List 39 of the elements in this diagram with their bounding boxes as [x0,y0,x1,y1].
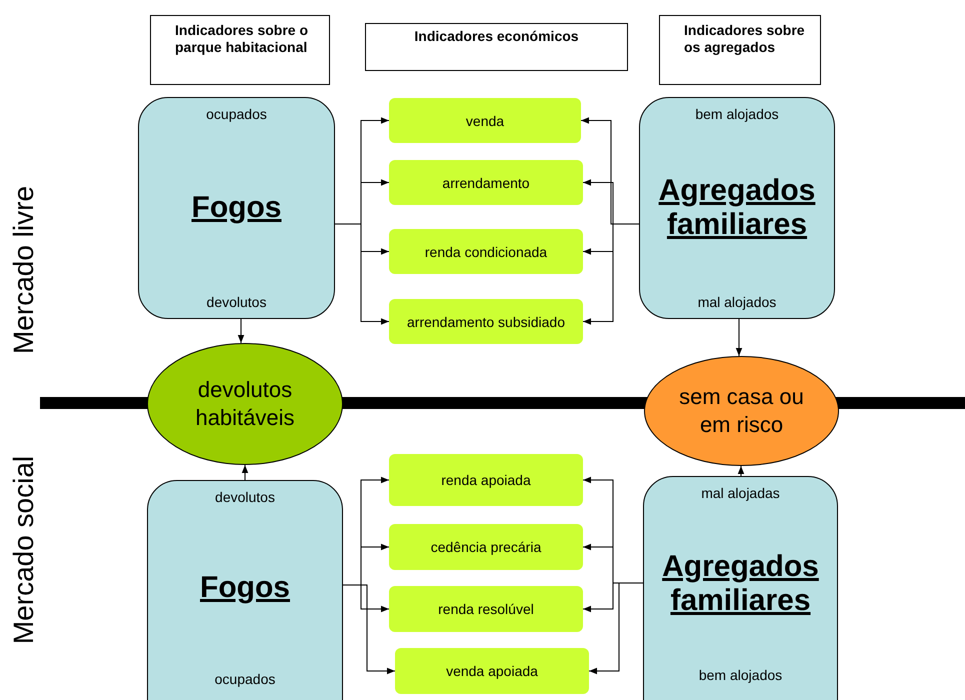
ellipse: devolutos habitáveis [147,343,343,465]
indicator-header-box: Indicadores económicos [365,23,628,71]
option-box: arrendamento [389,160,583,205]
box-label: devolutos [206,294,266,310]
box-label: ocupados [206,106,267,122]
box-heading: Fogos [200,571,290,605]
box-label: bem alojados [698,667,782,683]
arrow [242,464,248,480]
indicator-header-box: Indicadores sobre o parque habitacional [150,15,330,85]
arrow [738,466,744,476]
option-box: arrendamento subsidiado [389,299,583,344]
indicator-header-box: Indicadores sobre os agregados [659,15,821,85]
arrow [342,584,396,674]
box-label: devolutos [215,489,275,505]
arrow [238,318,244,344]
box-label: ocupados [214,671,276,687]
rounded-box [138,97,335,319]
box-heading: Fogos [192,191,282,225]
option-box: venda apoiada [395,648,589,694]
option-box: renda resolúvel [389,586,583,632]
ellipse: sem casa ou em risco [644,356,839,466]
side-label: Mercado livre [8,186,40,354]
option-box: cedência precária [389,524,583,570]
arrow [736,318,742,356]
arrow [582,224,640,325]
box-heading: Agregados familiares [661,550,820,618]
box-label: mal alojados [698,294,776,310]
option-box: renda apoiada [389,454,583,506]
rounded-box [643,476,838,700]
box-label: bem alojados [695,106,779,122]
option-box: venda [389,98,581,143]
side-label: Mercado social [8,456,40,644]
rounded-box [639,97,835,319]
option-box: renda condicionada [389,229,583,274]
box-heading: Agregados familiares [658,174,816,242]
arrow [334,224,390,325]
box-label: mal alojadas [701,485,780,501]
rounded-box [147,480,343,700]
arrow [588,582,644,674]
